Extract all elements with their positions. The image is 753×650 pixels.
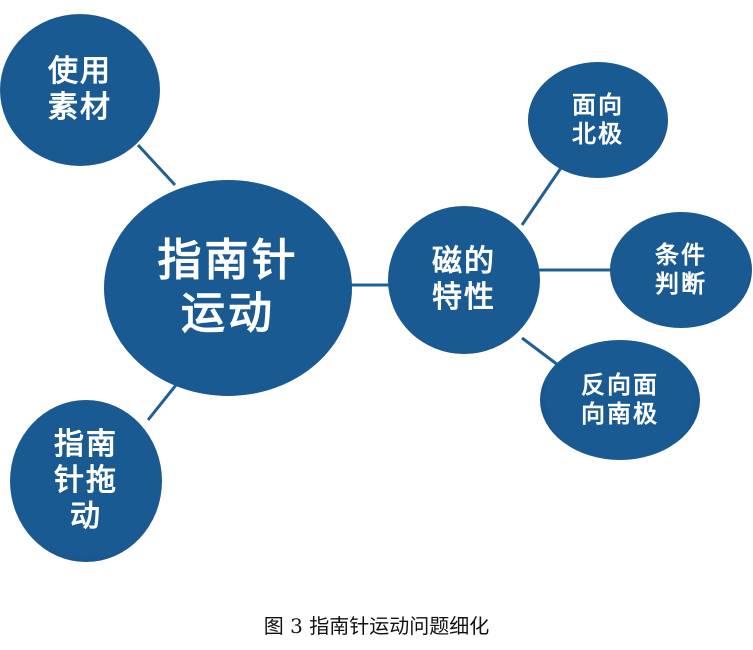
drag-node-label: 指南 针拖 动 (54, 427, 118, 534)
face-south-node: 反向面 向南极 (540, 340, 700, 460)
connector-center-drag (146, 379, 182, 421)
face-south-node-label: 反向面 向南极 (581, 371, 659, 428)
materials-node-label: 使用 素材 (48, 54, 112, 125)
magnetic-node-label: 磁的 特性 (432, 244, 496, 315)
magnetic-node: 磁的 特性 (388, 206, 540, 354)
materials-node: 使用 素材 (0, 14, 160, 166)
condition-node-label: 条件 判断 (655, 241, 707, 298)
condition-node: 条件 判断 (610, 212, 752, 328)
connector-magnetic-north (520, 161, 567, 226)
figure-caption: 图 3 指南针运动问题细化 (263, 614, 490, 638)
center-node-label: 指南针 运动 (157, 235, 299, 339)
face-north-node: 面向 北极 (528, 62, 668, 178)
center-node: 指南针 运动 (104, 180, 352, 396)
face-north-node-label: 面向 北极 (572, 91, 624, 148)
drag-node: 指南 针拖 动 (10, 400, 162, 562)
connector-center-materials (136, 143, 177, 187)
